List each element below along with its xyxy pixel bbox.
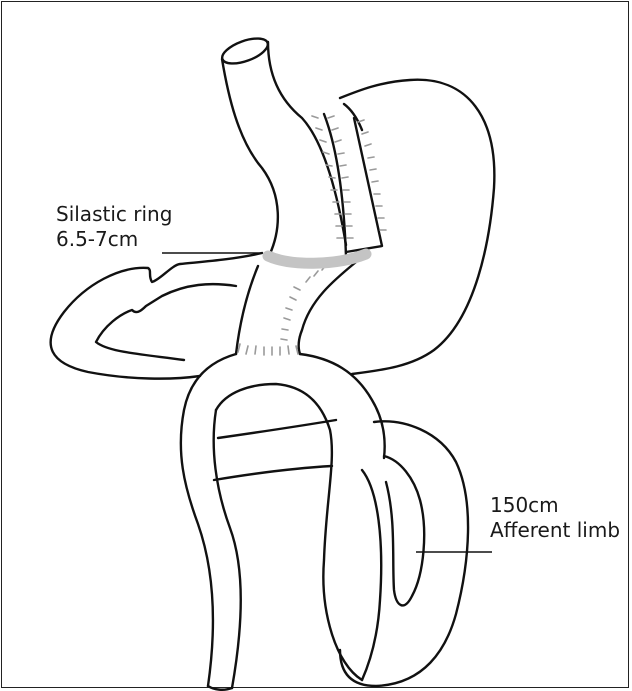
remnant-stomach xyxy=(340,80,494,374)
esophagus-left-wall xyxy=(222,59,278,258)
silastic-ring xyxy=(268,254,366,263)
staple-marks-pouch xyxy=(312,116,386,238)
roux-end xyxy=(208,686,232,690)
ring-label-line1: Silastic ring xyxy=(56,202,172,227)
pouch-lower-left xyxy=(236,266,258,354)
roux-loop-inner xyxy=(300,354,385,458)
esophagus-opening xyxy=(219,33,271,68)
crossing-segment-top xyxy=(218,420,336,438)
pouch-staple-line xyxy=(324,114,346,256)
silastic-ring-label: Silastic ring 6.5-7cm xyxy=(56,202,172,252)
esophagus-right-wall xyxy=(268,42,346,245)
biliopancreatic-limb-outer xyxy=(51,253,262,379)
roux-loop-left-inner xyxy=(214,410,241,688)
ring-label-line2: 6.5-7cm xyxy=(56,227,172,252)
limb-label-line2: Afferent limb xyxy=(490,518,620,543)
staple-marks-anastomosis xyxy=(238,261,334,355)
afferent-loop-outer xyxy=(340,421,468,686)
remnant-greater-curve xyxy=(344,104,362,130)
crossing-segment-bottom xyxy=(214,466,332,480)
biliopancreatic-limb-inner xyxy=(96,284,236,360)
remnant-inner-wall xyxy=(346,118,382,252)
afferent-loop-inner2 xyxy=(362,470,381,680)
afferent-limb-label: 150cm Afferent limb xyxy=(490,493,620,543)
afferent-loop-inner xyxy=(384,456,424,605)
pouch-lower-right xyxy=(299,262,356,354)
limb-label-line1: 150cm xyxy=(490,493,620,518)
